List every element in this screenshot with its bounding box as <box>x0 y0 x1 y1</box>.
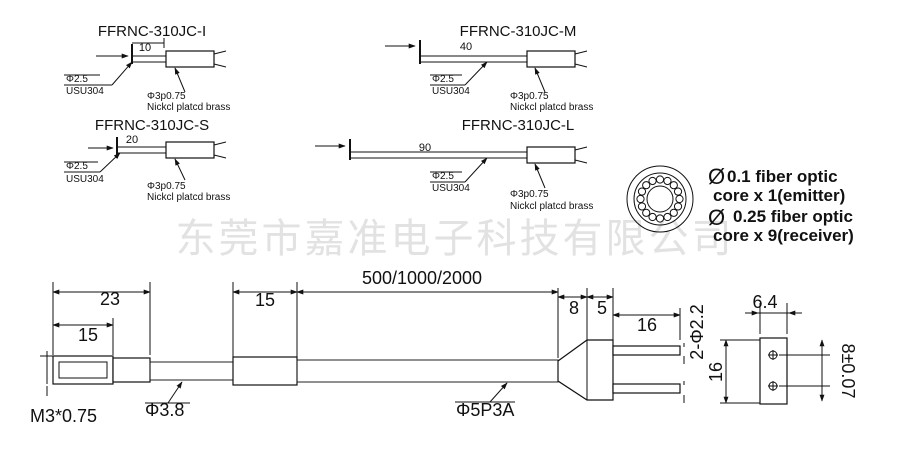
dim-6-4: 6.4 <box>752 292 777 312</box>
receiver-fiber-core <box>675 194 684 204</box>
core-note-line1: 0.1 fiber optic <box>727 167 838 186</box>
receiver-fiber-core <box>673 202 683 211</box>
variant-m-ferrule-dim: Φ3p0.75 <box>510 91 549 102</box>
dim-15-nut: 15 <box>78 325 98 345</box>
receiver-fiber-core <box>642 181 651 190</box>
receiver-fiber-core <box>673 187 683 196</box>
variant-l-model: FFRNC-310JC-L <box>462 117 575 134</box>
variant-s-length: 20 <box>126 134 138 146</box>
watermark: 东莞市嘉准电子科技有限公司 <box>176 216 735 262</box>
variant-m-ferrule-material: Nickcl platcd brass <box>510 102 593 113</box>
core-note-line4: core x 9(receiver) <box>713 226 854 245</box>
variant-l-length: 90 <box>419 142 431 154</box>
diameter-symbol-2: Ø <box>708 205 725 230</box>
variant-i-ferrule-material: Nickcl platcd brass <box>147 102 230 113</box>
variant-i-tip-diameter: Φ2.5 <box>66 74 88 85</box>
dim-23: 23 <box>100 289 120 309</box>
variant-m-tip-material: USU304 <box>432 86 470 97</box>
hose-large-label: Φ5P3A <box>456 400 514 420</box>
variant-m: FFRNC-310JC-M 40 Φ2.5 USU304 Φ3p0.75 Nic… <box>385 23 593 113</box>
variant-s-tip-material: USU304 <box>66 174 104 185</box>
receiver-fiber-core <box>655 214 665 223</box>
thread-label: M3*0.75 <box>30 406 97 426</box>
variant-s-ferrule-material: Nickcl platcd brass <box>147 192 230 203</box>
receiver-fiber-core <box>642 208 651 217</box>
variant-i-tip-material: USU304 <box>66 86 104 97</box>
variant-m-length: 40 <box>460 41 472 53</box>
variant-i-length: 10 <box>139 42 151 54</box>
receiver-fiber-core <box>663 176 672 186</box>
variant-s: FFRNC-310JC-S 20 Φ2.5 USU304 Φ3p0.75 Nic… <box>64 117 230 203</box>
receiver-fiber-core <box>648 176 657 186</box>
main-assembly: 23 15 15 500/1000/2000 8 5 16 <box>30 268 858 426</box>
dim-16-pins: 16 <box>637 315 657 335</box>
core-cross-section <box>626 165 694 233</box>
dim-16-height: 16 <box>706 362 726 382</box>
variant-i-ferrule-dim: Φ3p0.75 <box>147 91 186 102</box>
receiver-fiber-core <box>669 181 678 190</box>
receiver-fiber-core <box>637 202 647 211</box>
receiver-fiber-core <box>648 212 657 222</box>
dim-2-phi-2-2: 2-Φ2.2 <box>687 304 707 359</box>
receiver-fiber-core <box>637 187 647 196</box>
variant-s-ferrule-dim: Φ3p0.75 <box>147 181 186 192</box>
receiver-fiber-core <box>669 208 678 217</box>
variant-m-tip-diameter: Φ2.5 <box>432 74 454 85</box>
diameter-symbol-1: Ø <box>708 164 725 189</box>
receiver-fiber-core <box>663 212 672 222</box>
variant-l-ferrule-dim: Φ3p0.75 <box>510 189 549 200</box>
core-note-line2: core x 1(emitter) <box>713 186 845 205</box>
dim-5: 5 <box>597 298 607 318</box>
dim-8: 8 <box>569 298 579 318</box>
variant-s-tip-diameter: Φ2.5 <box>66 161 88 172</box>
receiver-fiber-core <box>636 194 645 204</box>
core-notes: Ø 0.1 fiber optic core x 1(emitter) Ø 0.… <box>708 164 854 245</box>
dim-cable-length: 500/1000/2000 <box>362 268 482 288</box>
dim-8-tolerance: 8±0.07 <box>838 344 858 399</box>
variant-l-tip-diameter: Φ2.5 <box>432 171 454 182</box>
variant-i-model: FFRNC-310JC-I <box>98 23 206 40</box>
variant-l: FFRNC-310JC-L 90 Φ2.5 USU304 Φ3p0.75 Nic… <box>315 117 593 212</box>
dim-15-sleeve: 15 <box>255 290 275 310</box>
hose-small-label: Φ3.8 <box>145 400 184 420</box>
variant-m-model: FFRNC-310JC-M <box>460 23 577 40</box>
receiver-fiber-core <box>655 175 665 184</box>
variant-l-ferrule-material: Nickcl platcd brass <box>510 201 593 212</box>
variant-i: FFRNC-310JC-I 10 Φ2.5 USU304 Φ3p0.75 Nic… <box>64 23 230 113</box>
variant-s-model: FFRNC-310JC-S <box>95 117 209 134</box>
core-note-line3: 0.25 fiber optic <box>733 207 853 226</box>
variant-l-tip-material: USU304 <box>432 183 470 194</box>
